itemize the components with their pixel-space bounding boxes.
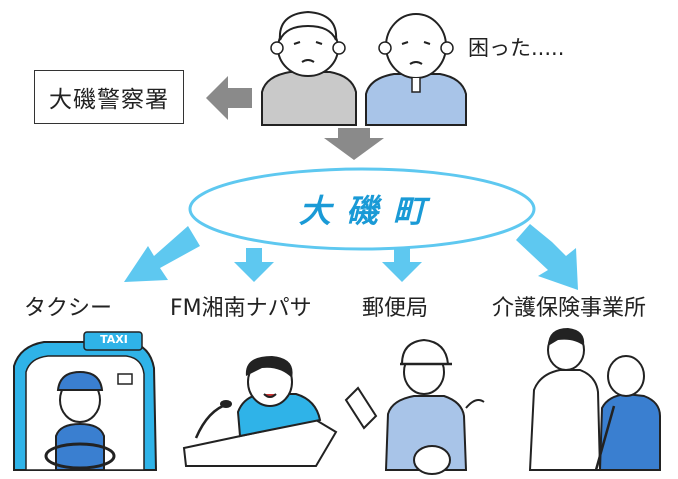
- care-worker-illustration: [528, 328, 661, 471]
- taxi-sign: TAXI: [100, 333, 128, 346]
- elderly-man-illustration: [365, 13, 467, 126]
- taxi-driver-illustration: [13, 331, 158, 471]
- gray-arrow-down: [324, 128, 384, 160]
- police-station-label: 大磯警察署: [49, 87, 169, 113]
- gray-arrow-left: [206, 76, 252, 120]
- radio-broadcaster-illustration: [182, 356, 338, 467]
- blue-arrow-taxi: [124, 226, 200, 282]
- elderly-speech-text: 困った.....: [468, 36, 565, 60]
- partner-label-care: 介護保険事業所: [492, 296, 647, 321]
- elderly-woman-illustration: [261, 10, 357, 126]
- blue-arrow-fm: [234, 248, 274, 282]
- town-name: 大 磯 町: [298, 192, 428, 230]
- postal-worker-illustration: [344, 338, 485, 475]
- blue-arrow-post: [382, 248, 422, 282]
- partner-label-fm: FM湘南ナパサ: [170, 296, 312, 321]
- partner-label-taxi: タクシー: [24, 296, 113, 321]
- town-ellipse: [188, 167, 536, 251]
- police-station-box: 大磯警察署: [34, 70, 184, 124]
- blue-arrow-care: [516, 224, 578, 290]
- partner-label-post: 郵便局: [362, 296, 429, 321]
